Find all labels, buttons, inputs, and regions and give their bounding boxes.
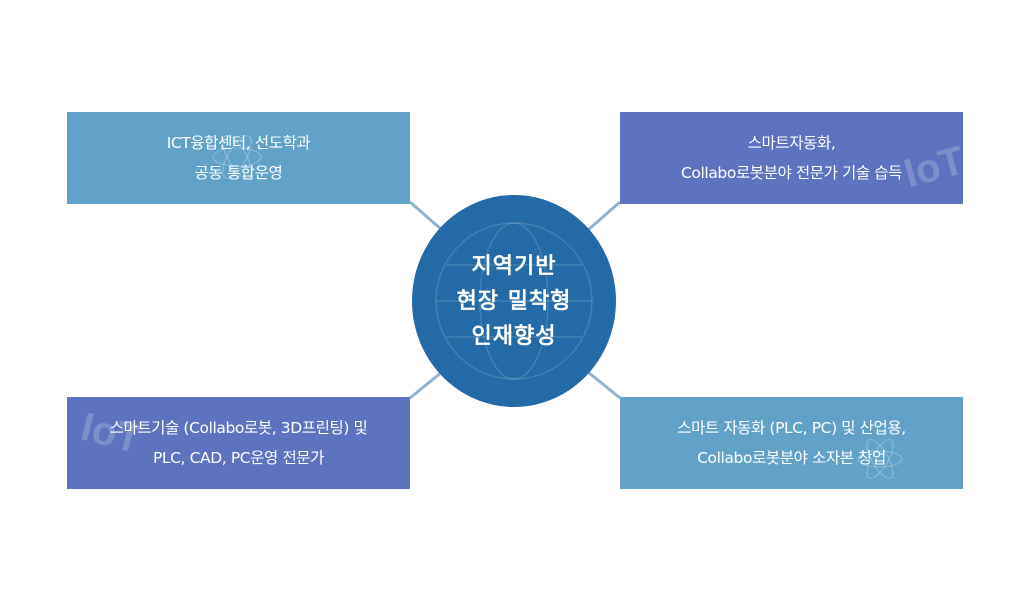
center-circle: 지역기반 현장 밀착형 인재향성 bbox=[412, 195, 616, 407]
box-top-right-line-2: Collabo로봇분야 전문가 기술 습득 bbox=[681, 164, 902, 182]
box-bottom-left-line-2: PLC, CAD, PC운영 전문가 bbox=[152, 449, 325, 467]
box-top-right-line-1: 스마트자동화, bbox=[747, 134, 836, 152]
iot-watermark: IoT bbox=[77, 405, 146, 462]
globe-watermark-icon bbox=[435, 222, 593, 380]
connector-top-right bbox=[587, 200, 621, 232]
connector-top-left bbox=[409, 200, 443, 232]
box-bottom-left-line-1: 스마트기술 (Collabo로봇, 3D프린팅) 및 bbox=[109, 419, 368, 437]
box-top-left-line-1: ICT융합센터, 선도학과 bbox=[166, 134, 311, 152]
connector-bottom-left bbox=[409, 370, 443, 400]
connector-bottom-right bbox=[587, 370, 621, 400]
box-bottom-left: IoT 스마트기술 (Collabo로봇, 3D프린팅) 및 PLC, CAD,… bbox=[67, 397, 410, 489]
atom-watermark-icon bbox=[857, 438, 903, 480]
center-line-1: 지역기반 bbox=[471, 253, 557, 279]
center-line-3: 인재향성 bbox=[471, 323, 557, 349]
center-line-2: 현장 밀착형 bbox=[456, 288, 572, 314]
iot-watermark-text: IoT bbox=[900, 138, 963, 196]
atom-watermark-icon bbox=[212, 135, 262, 179]
iot-watermark: IoT bbox=[900, 138, 963, 196]
box-top-right: IoT 스마트자동화, Collabo로봇분야 전문가 기술 습득 bbox=[620, 112, 963, 204]
box-bottom-right-line-2: Collabo로봇분야 소자본 창업 bbox=[697, 449, 886, 467]
box-bottom-right: 스마트 자동화 (PLC, PC) 및 산업용, Collabo로봇분야 소자본… bbox=[620, 397, 963, 489]
box-bottom-right-line-1: 스마트 자동화 (PLC, PC) 및 산업용, bbox=[677, 419, 906, 437]
box-top-left: ICT융합센터, 선도학과 공동 통합운영 bbox=[67, 112, 410, 204]
box-top-left-line-2: 공동 통합운영 bbox=[194, 164, 283, 182]
